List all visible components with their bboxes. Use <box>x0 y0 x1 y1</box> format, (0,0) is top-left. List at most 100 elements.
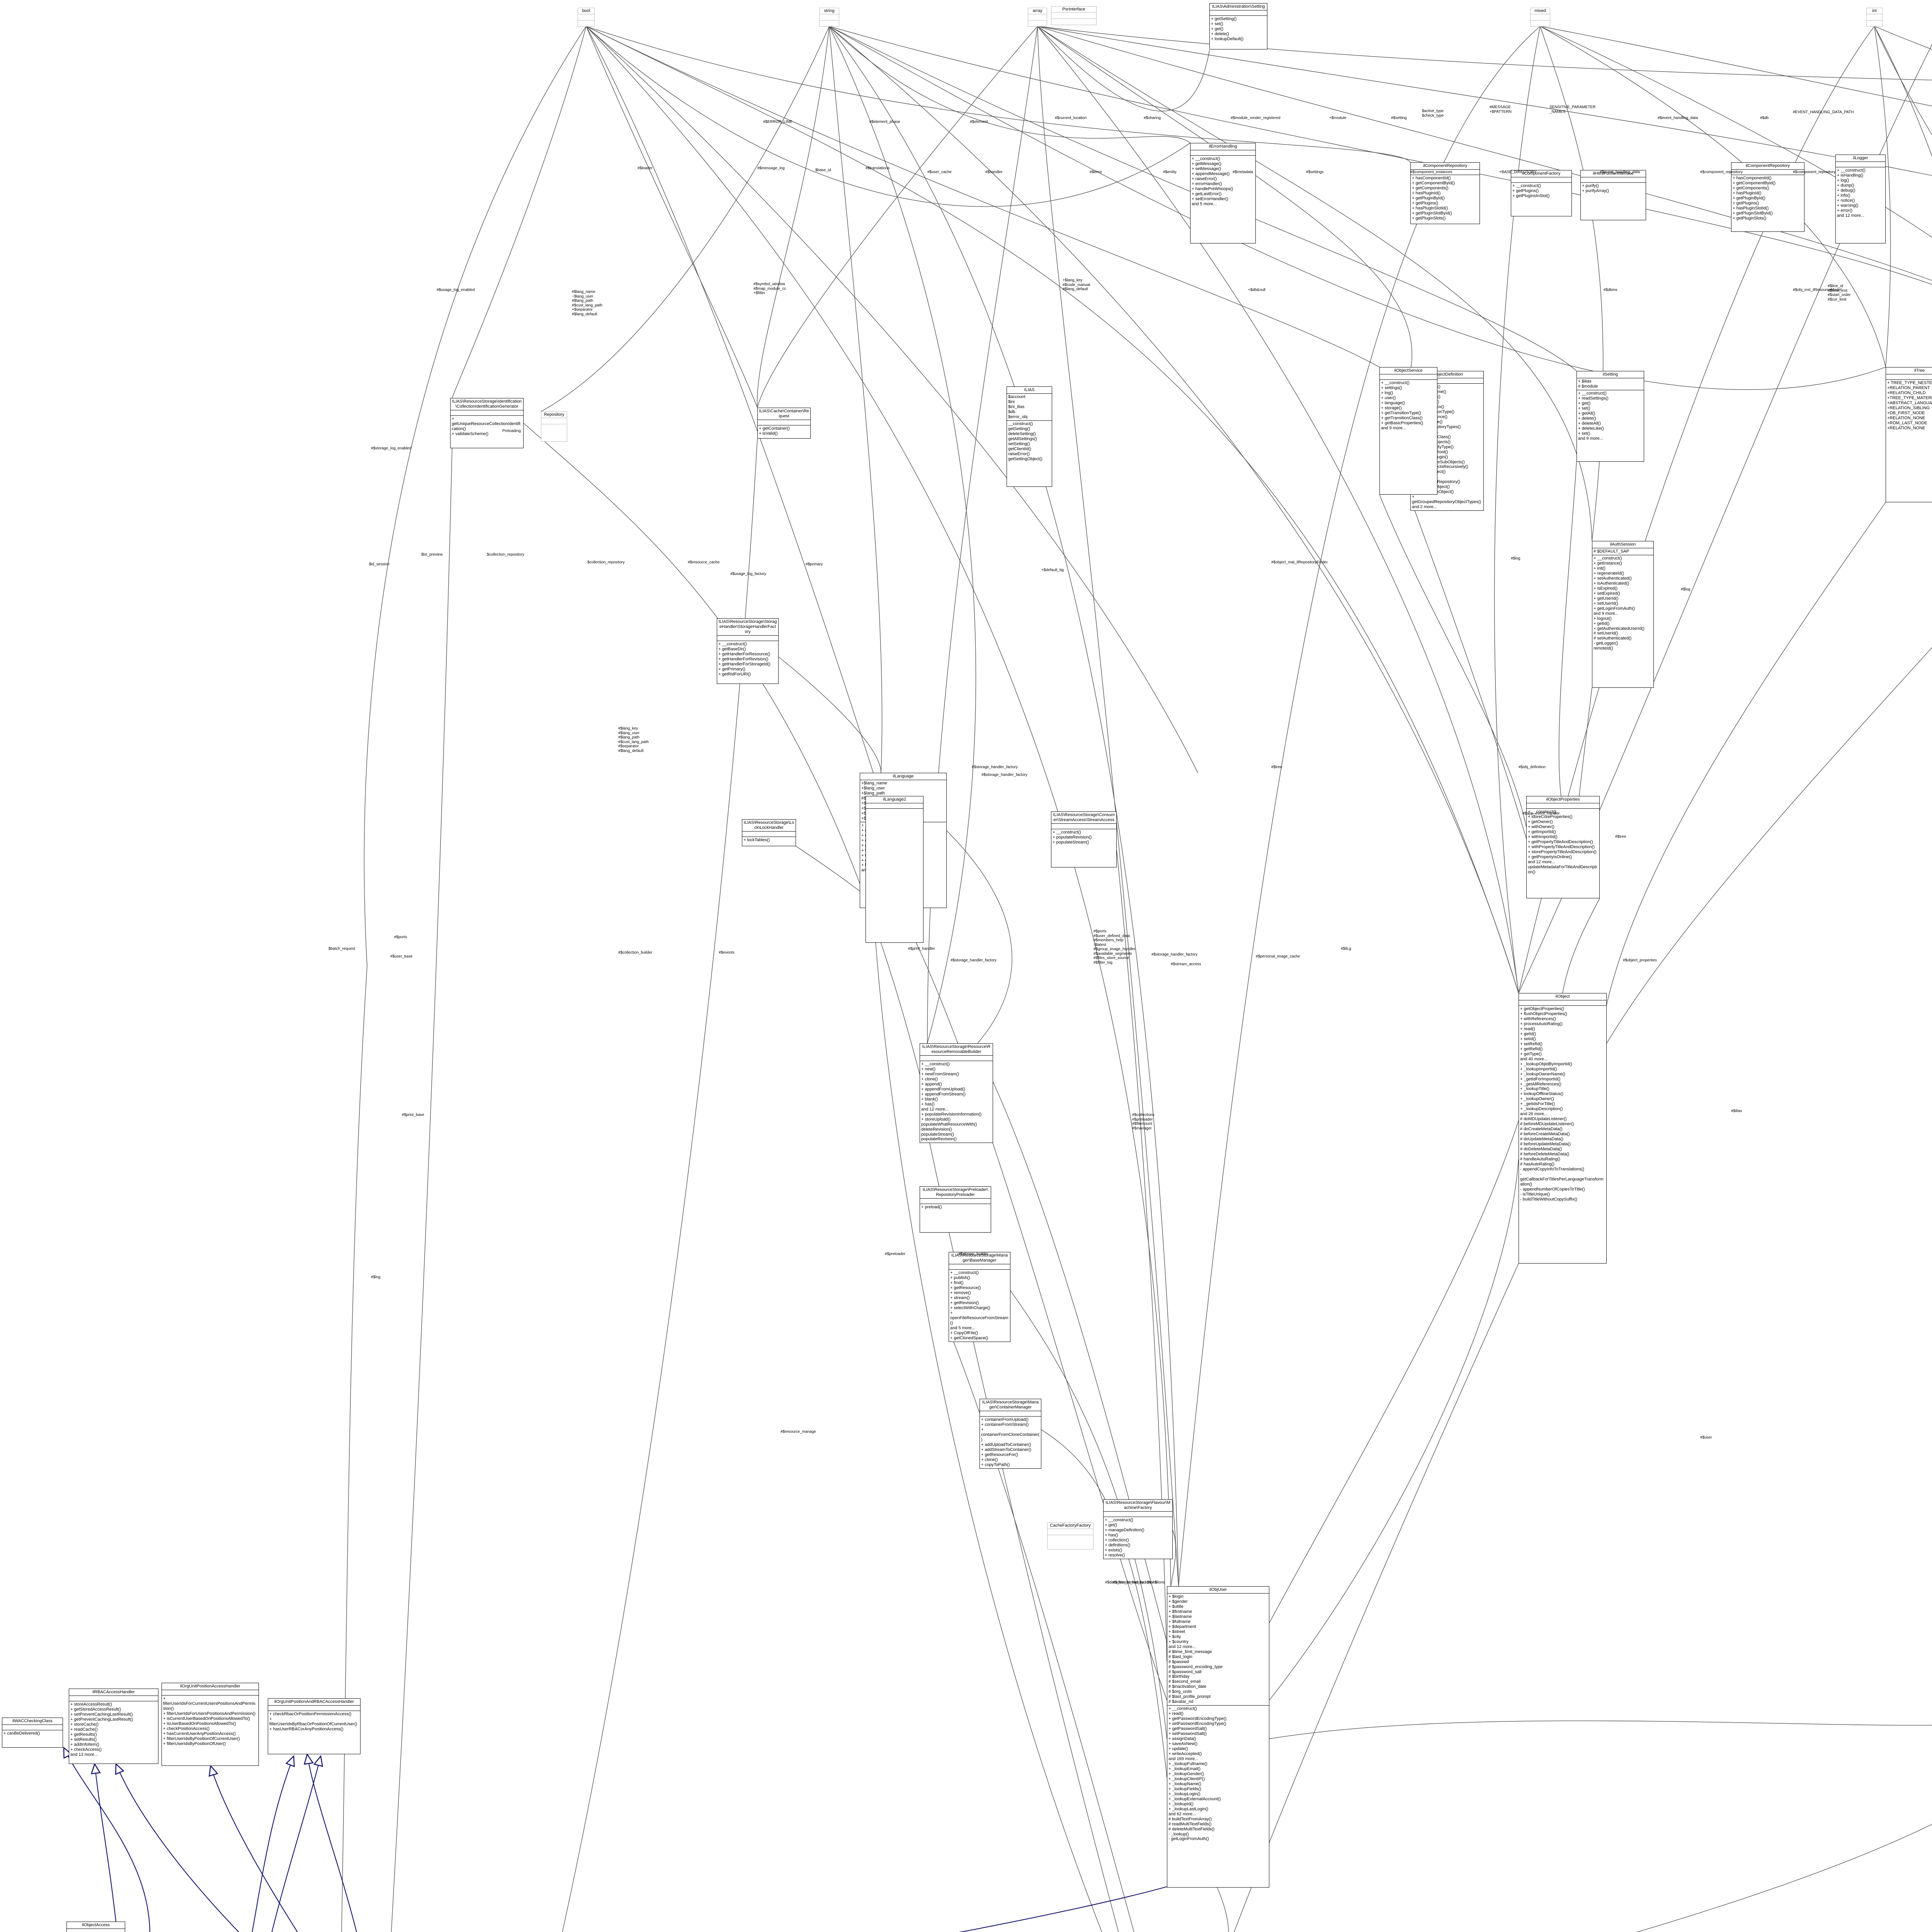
class-node[interactable]: ILIAS\ResourceStorage\Flavour\Machine\Fa… <box>1103 1499 1173 1559</box>
edge-label: #$element <box>970 120 988 124</box>
operation-row: + find() <box>950 1280 964 1285</box>
operation-row: + clone() <box>981 1457 998 1462</box>
operation-row: + isExpired() <box>1594 586 1618 591</box>
class-node[interactable]: ilWACCheckingClass+ canBeDelivered() <box>2 1718 63 1748</box>
class-operations: + canBeDelivered() <box>2 1730 63 1737</box>
class-node[interactable]: ilObjUser+ $login+ $gender+ $utitle+ $fi… <box>1167 1586 1269 1888</box>
operation-row: - getCallbackForTitlesPerLanguageTransfo… <box>1520 1172 1604 1187</box>
operation-row: + preload() <box>921 1204 942 1209</box>
operation-row: + user() <box>1381 395 1396 400</box>
operation-row: + _lookupId() <box>1168 1801 1194 1806</box>
class-node[interactable]: ILIAS\Cache\Container\Request+ getContai… <box>757 408 811 439</box>
operation-row: populateWhatResourceWith() <box>921 1122 977 1127</box>
class-node[interactable]: CacheFactoryFactory <box>1047 1522 1094 1549</box>
class-node[interactable]: ilLanguage2 <box>866 796 923 943</box>
operation-row: + collection() <box>1105 1537 1129 1543</box>
operation-row: + _lookupLastLogin() <box>1168 1806 1209 1811</box>
class-attributes <box>1104 1512 1172 1517</box>
class-node[interactable]: ilComponentRepository+ hasComponentId()+… <box>1731 162 1804 232</box>
operation-row: + populateRevisionInformation() <box>921 1112 982 1117</box>
class-node[interactable]: ilAuthSession# $DEFAULT_SAP+ __construct… <box>1592 541 1654 688</box>
edge-label: #$object_mat_ilRepositoryFinder <box>1271 560 1328 565</box>
class-title: ilObjUser <box>1167 1587 1269 1594</box>
class-node[interactable]: ilOrgUnitPositionAccessHandler+ filterUs… <box>162 1683 259 1766</box>
edge-label: #$ilias <box>1731 1109 1742 1113</box>
class-node[interactable]: ilObject+ getObjectProperties()+ flushOb… <box>1519 993 1607 1264</box>
class-operations: + getUniqueResourceCollectionIdentificat… <box>451 416 523 437</box>
class-node[interactable]: ilObjectService+ __construct()+ settings… <box>1379 367 1437 495</box>
class-node[interactable]: ilRBACAccessHandler+ storeAccessResult()… <box>69 1689 158 1764</box>
class-node[interactable]: ilOrgUnitPositionAndRBACAccessHandler+ c… <box>268 1698 361 1754</box>
operation-row: setSetting() <box>1008 441 1030 446</box>
class-node[interactable]: ILIAS\ResourceStorage\Preloader\Reposito… <box>920 1186 991 1233</box>
operation-row: + CopyOfFile() <box>950 1330 978 1335</box>
operation-row: + _lookupOwnerName() <box>1520 1071 1566 1077</box>
class-node[interactable]: ILIAS\ResourceStorage\Identification\Col… <box>450 398 524 448</box>
class-node[interactable]: string <box>819 8 839 27</box>
class-node[interactable]: ILIAS\ResourceStorage\Manager\BaseManage… <box>949 1252 1010 1342</box>
attribute-row: $ini <box>1008 399 1015 404</box>
operation-row: + storage() <box>1381 405 1402 410</box>
operation-row: + getPasswordEncodingType() <box>1168 1716 1227 1721</box>
class-node[interactable]: bool <box>578 8 595 27</box>
class-title: ILIAS\ResourceStorage\Lock\LockHandler <box>742 820 796 832</box>
class-attributes <box>1051 13 1096 19</box>
operation-row: - appendCopyInfoToTranslations() <box>1520 1167 1584 1172</box>
operation-row: + hasCurrentUserAnyPositionAccess() <box>163 1731 236 1736</box>
attribute-row: # $password_salt <box>1168 1669 1202 1674</box>
class-node[interactable]: PsrInterface <box>1051 6 1097 25</box>
class-operations: + __construct()+ getPlugins()+ getPlugin… <box>1511 183 1571 199</box>
operation-row: and 9 more... <box>1594 611 1619 616</box>
operation-row: + __construct() <box>1053 830 1081 835</box>
operation-row: + logout() <box>1594 616 1612 621</box>
operation-row: + getResource() <box>950 1285 981 1290</box>
class-node[interactable]: mixed <box>1530 8 1550 27</box>
operation-row: + errorHandler() <box>1192 181 1222 186</box>
class-node[interactable]: ILIAS\ResourceStorage\Resource\ResourceR… <box>920 1043 993 1143</box>
operation-row: and 13 more... <box>70 1752 98 1757</box>
class-node[interactable]: array <box>1028 8 1047 27</box>
class-node[interactable]: ILIAS\Administration\Setting+ getSetting… <box>1209 3 1267 49</box>
operation-row: + getBasicProperties() <box>1381 420 1423 425</box>
operation-row: + getPropertyTitleAndDescription() <box>1528 839 1593 844</box>
class-title: ILIAS\ResourceStorage\Manager\ContainerM… <box>980 1399 1041 1411</box>
operation-row: + getLastError() <box>1192 191 1222 196</box>
operation-row: + setId() <box>1520 1036 1536 1041</box>
attribute-row: and 12 more... <box>1168 1644 1196 1649</box>
operation-row: + getClonedSpace() <box>950 1335 988 1340</box>
operation-row: + appendFromStream() <box>921 1092 966 1097</box>
class-node[interactable]: ILIAS\ResourceStorage\Manager\ContainerM… <box>980 1399 1041 1469</box>
operation-row: and 2 more... <box>1412 505 1437 510</box>
edge-label: #$entity <box>1163 170 1177 174</box>
edge-label: #$personal_image_cache <box>1256 954 1300 959</box>
class-node[interactable]: ilComponentFactory+ __construct()+ getPl… <box>1511 170 1572 216</box>
class-node[interactable]: ilErrorHandling+ __construct()+ getMessa… <box>1190 143 1256 243</box>
edge-label: #$log <box>1511 556 1520 561</box>
class-node[interactable]: int <box>1866 8 1883 27</box>
class-node[interactable]: ilObjectProperties+ __construct()+ store… <box>1526 796 1600 898</box>
operation-row: + isUserBasedOnPositionsAllowedTo() <box>163 1721 236 1726</box>
operation-row: and 12 more... <box>921 1107 949 1112</box>
class-node[interactable]: ILIAS\ResourceStorage\Consumer\StreamAcc… <box>1051 811 1117 867</box>
operation-row: + _lookupEmail() <box>1168 1766 1201 1771</box>
attribute-row: + $fullname <box>1168 1619 1191 1624</box>
class-node[interactable]: ilSetting+ $ilias# $module+ __construct(… <box>1577 371 1644 462</box>
class-operations: + getObjectProperties()+ flushObjectProp… <box>1519 1006 1606 1203</box>
class-node[interactable]: ILIAS\ResourceStorage\StorageHandler\Sto… <box>717 618 779 684</box>
class-node[interactable]: Repository <box>541 412 567 442</box>
operation-row: + new() <box>921 1066 935 1071</box>
class-node[interactable]: ilLogger+ __construct()+ isHandling()+ l… <box>1835 155 1886 243</box>
class-title: ilLogger <box>1836 155 1885 162</box>
class-node[interactable]: ilTree+ TREE_TYPE_NESTED_SET+RELATION_PA… <box>1886 367 1932 502</box>
edge-label: SENSITIVE_PARAMETER _NAMES <box>1549 105 1596 114</box>
class-node[interactable]: ilComponentRepository+ hasComponentId()+… <box>1410 162 1480 224</box>
class-node[interactable]: ILIAS\ResourceStorage\Lock\LockHandler+ … <box>742 819 796 846</box>
edge-label: #$db <box>1760 116 1769 120</box>
class-node[interactable]: ILIAS$account$ini$ini_ilias$db$error_obj… <box>1007 386 1052 487</box>
class-node[interactable]: ilHtmlPurifierInterface+ purify()+ purif… <box>1580 170 1646 220</box>
edge-label: Preloading <box>502 429 521 433</box>
class-node[interactable]: ilObjectAccess+ _checkAccess()+ canBeDel… <box>66 1922 125 1932</box>
operation-row: + getType() <box>1520 1051 1542 1056</box>
class-operations: + __construct()+ settings()+ lng()+ user… <box>1380 380 1437 432</box>
class-title: ILIAS\ResourceStorage\Flavour\Machine\Fa… <box>1104 1500 1172 1512</box>
